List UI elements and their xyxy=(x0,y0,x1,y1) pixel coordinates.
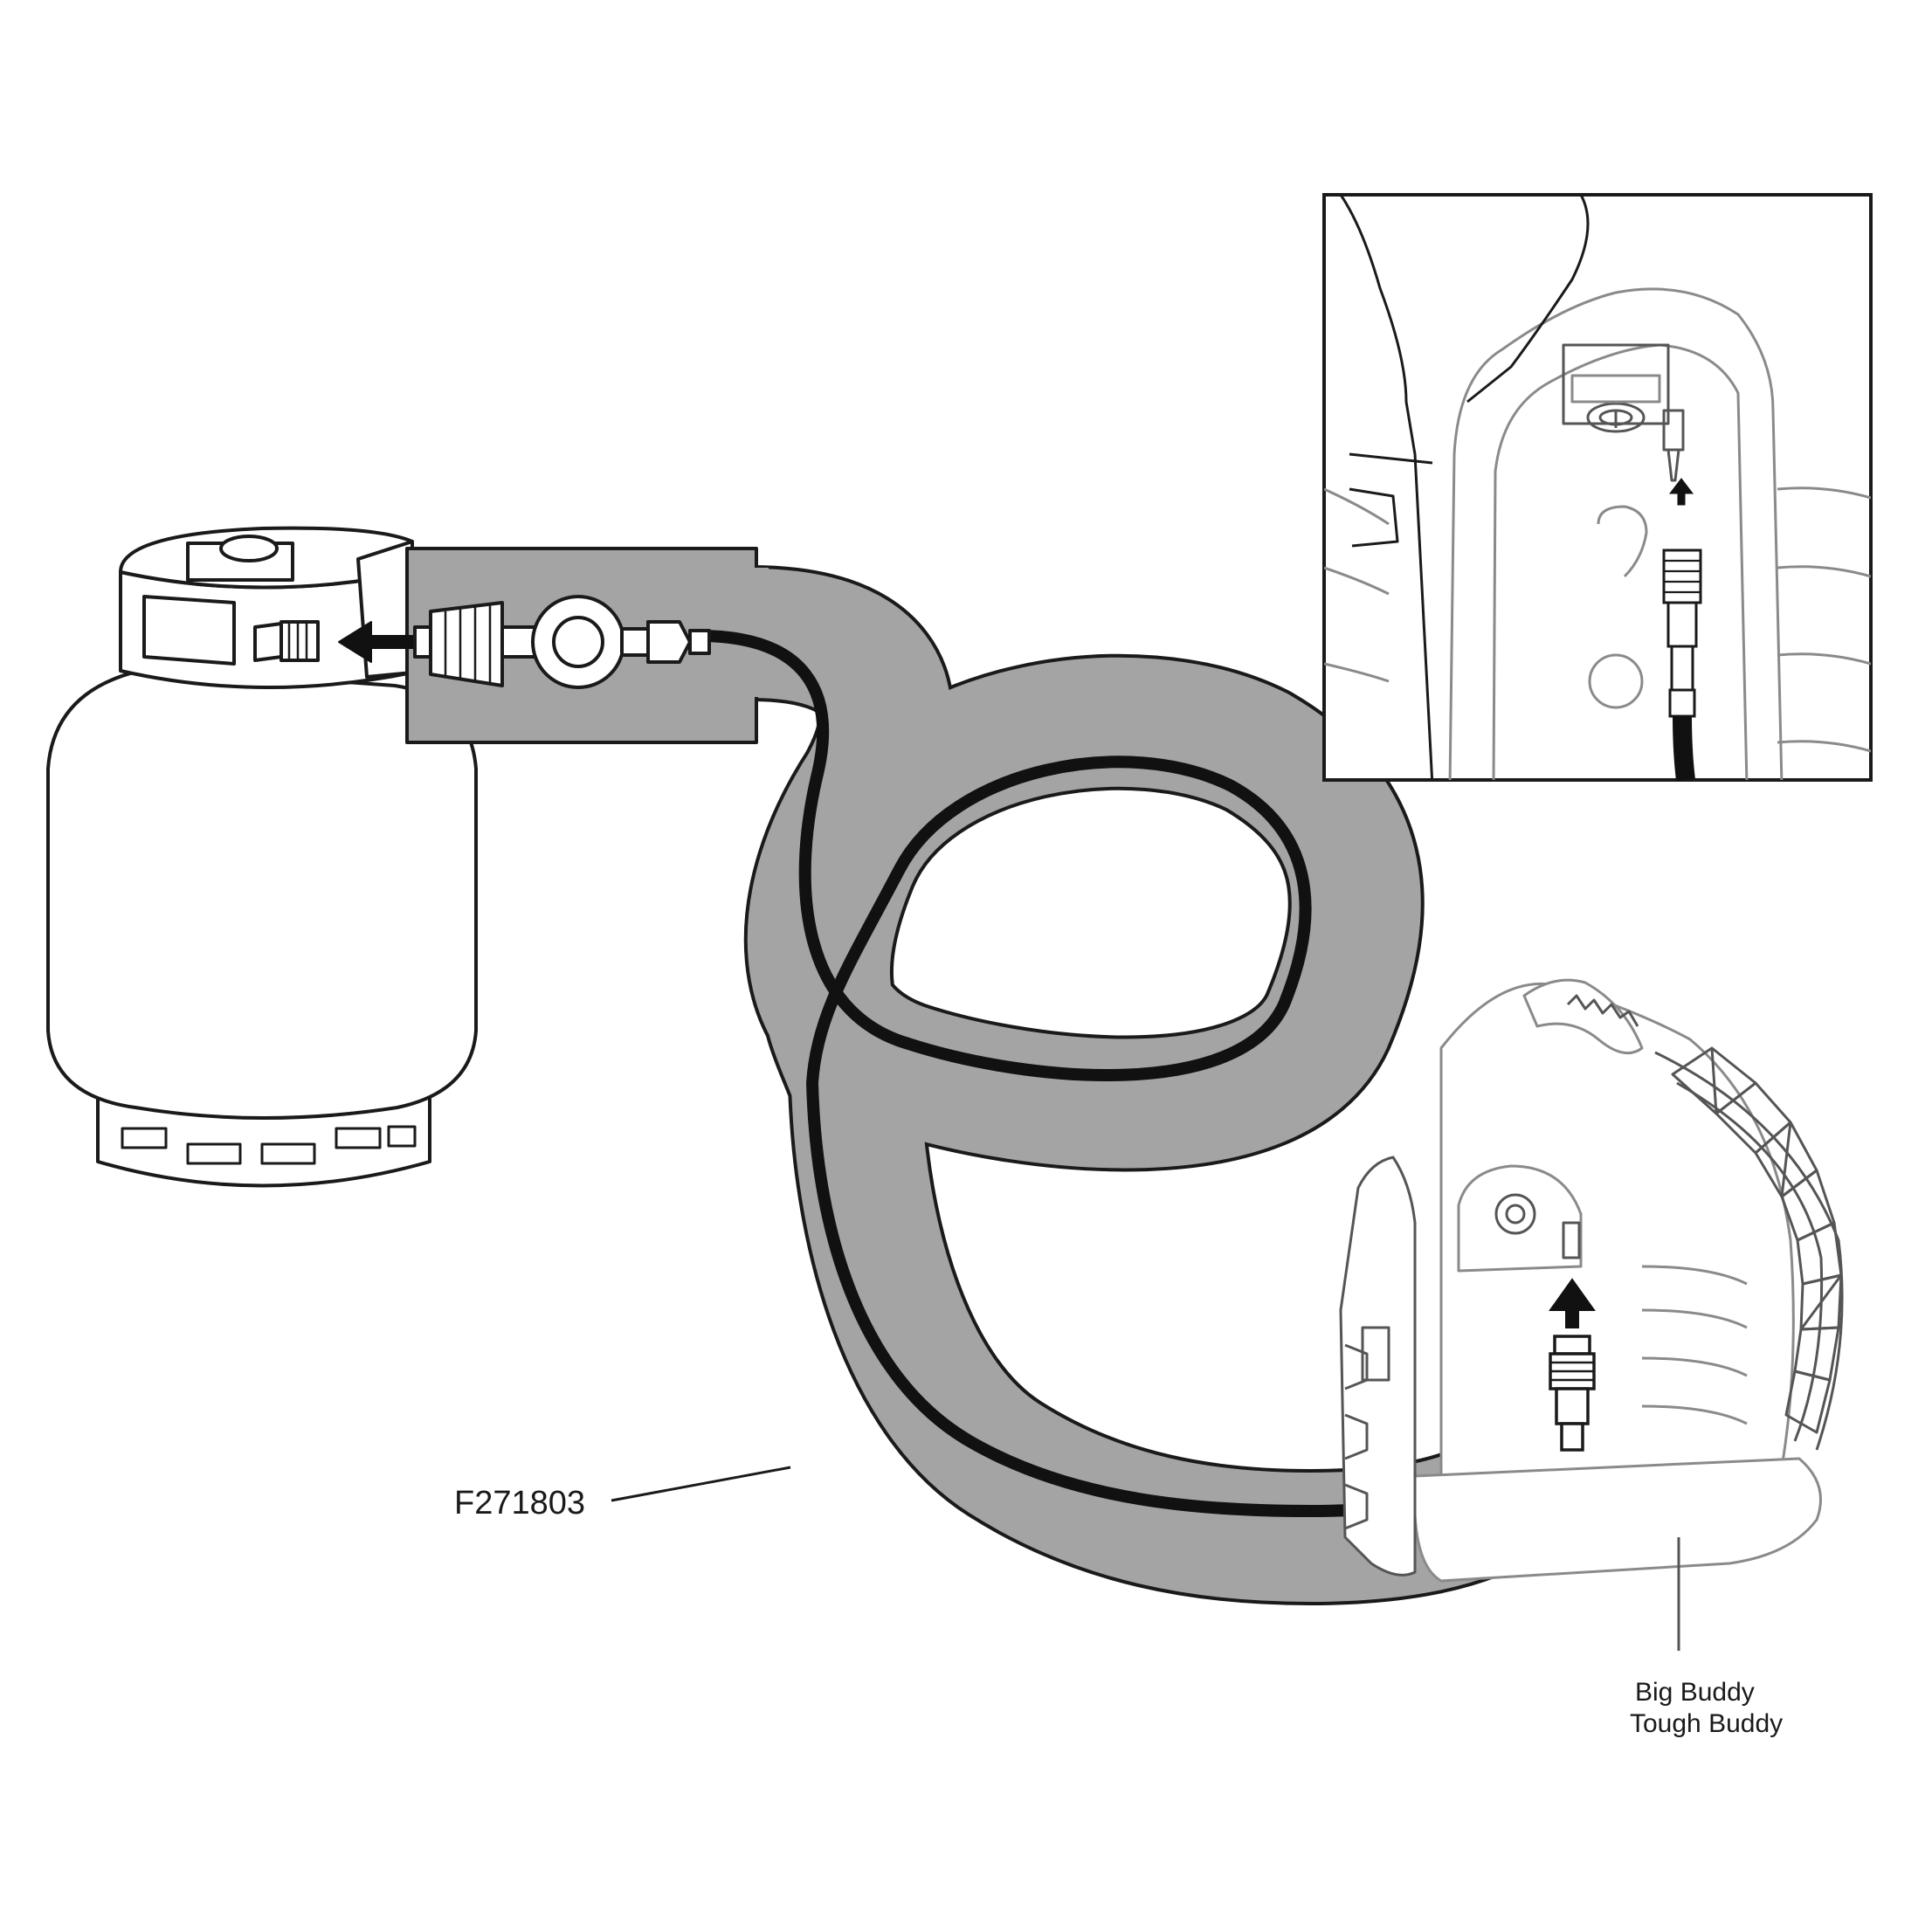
heater-handle xyxy=(1522,978,1644,1055)
tank-valve-threads xyxy=(279,620,320,662)
heater-base xyxy=(1412,1457,1822,1583)
heater-grooves xyxy=(1641,1265,1748,1425)
detail-inset xyxy=(1322,193,1873,782)
heater-door-notches xyxy=(1344,1326,1390,1530)
part-number-callout: F271803 xyxy=(454,1466,791,1521)
inset-hose xyxy=(1673,715,1695,782)
heater-side-door xyxy=(1339,1156,1417,1577)
tank-valve-handwheel xyxy=(219,535,279,562)
tank-thread-lines xyxy=(287,622,308,660)
tank-body xyxy=(46,666,478,1120)
tank-valve-outlet xyxy=(253,622,283,662)
regulator-outlet xyxy=(620,627,650,657)
tank-foot-slots xyxy=(121,1125,417,1165)
hose-crimp xyxy=(688,629,711,655)
heater xyxy=(1339,978,1844,1583)
arrow-to-tank xyxy=(338,621,414,663)
heater-inlet-fitting xyxy=(1562,1221,1581,1259)
inset-arrow xyxy=(1668,478,1694,506)
regulator-dial xyxy=(552,616,604,668)
inset-quick-connect xyxy=(1662,549,1702,718)
quick-connect-plug xyxy=(1549,1335,1596,1452)
inset-door xyxy=(1339,195,1434,780)
heater-grille xyxy=(1654,1046,1844,1451)
heater-model-callout: Big Buddy Tough Buddy xyxy=(1630,1537,1783,1738)
arrow-to-heater xyxy=(1549,1278,1596,1328)
heater-model-line-2: Tough Buddy xyxy=(1630,1709,1783,1738)
part-number-label: F271803 xyxy=(454,1485,585,1521)
hand-nut-ribs xyxy=(444,604,492,683)
hose-core xyxy=(693,630,1578,1517)
regulator-assembly xyxy=(338,595,711,689)
regulator-hex-nut xyxy=(646,620,692,664)
inset-housing xyxy=(1448,287,1784,780)
part-number-leader xyxy=(611,1466,791,1502)
tank-collar-window xyxy=(142,595,236,666)
hose-band-fill xyxy=(747,569,1646,1602)
heater-model-line-1: Big Buddy xyxy=(1635,1678,1755,1707)
heater-serration xyxy=(1566,994,1639,1027)
pol-hand-nut xyxy=(429,601,504,687)
